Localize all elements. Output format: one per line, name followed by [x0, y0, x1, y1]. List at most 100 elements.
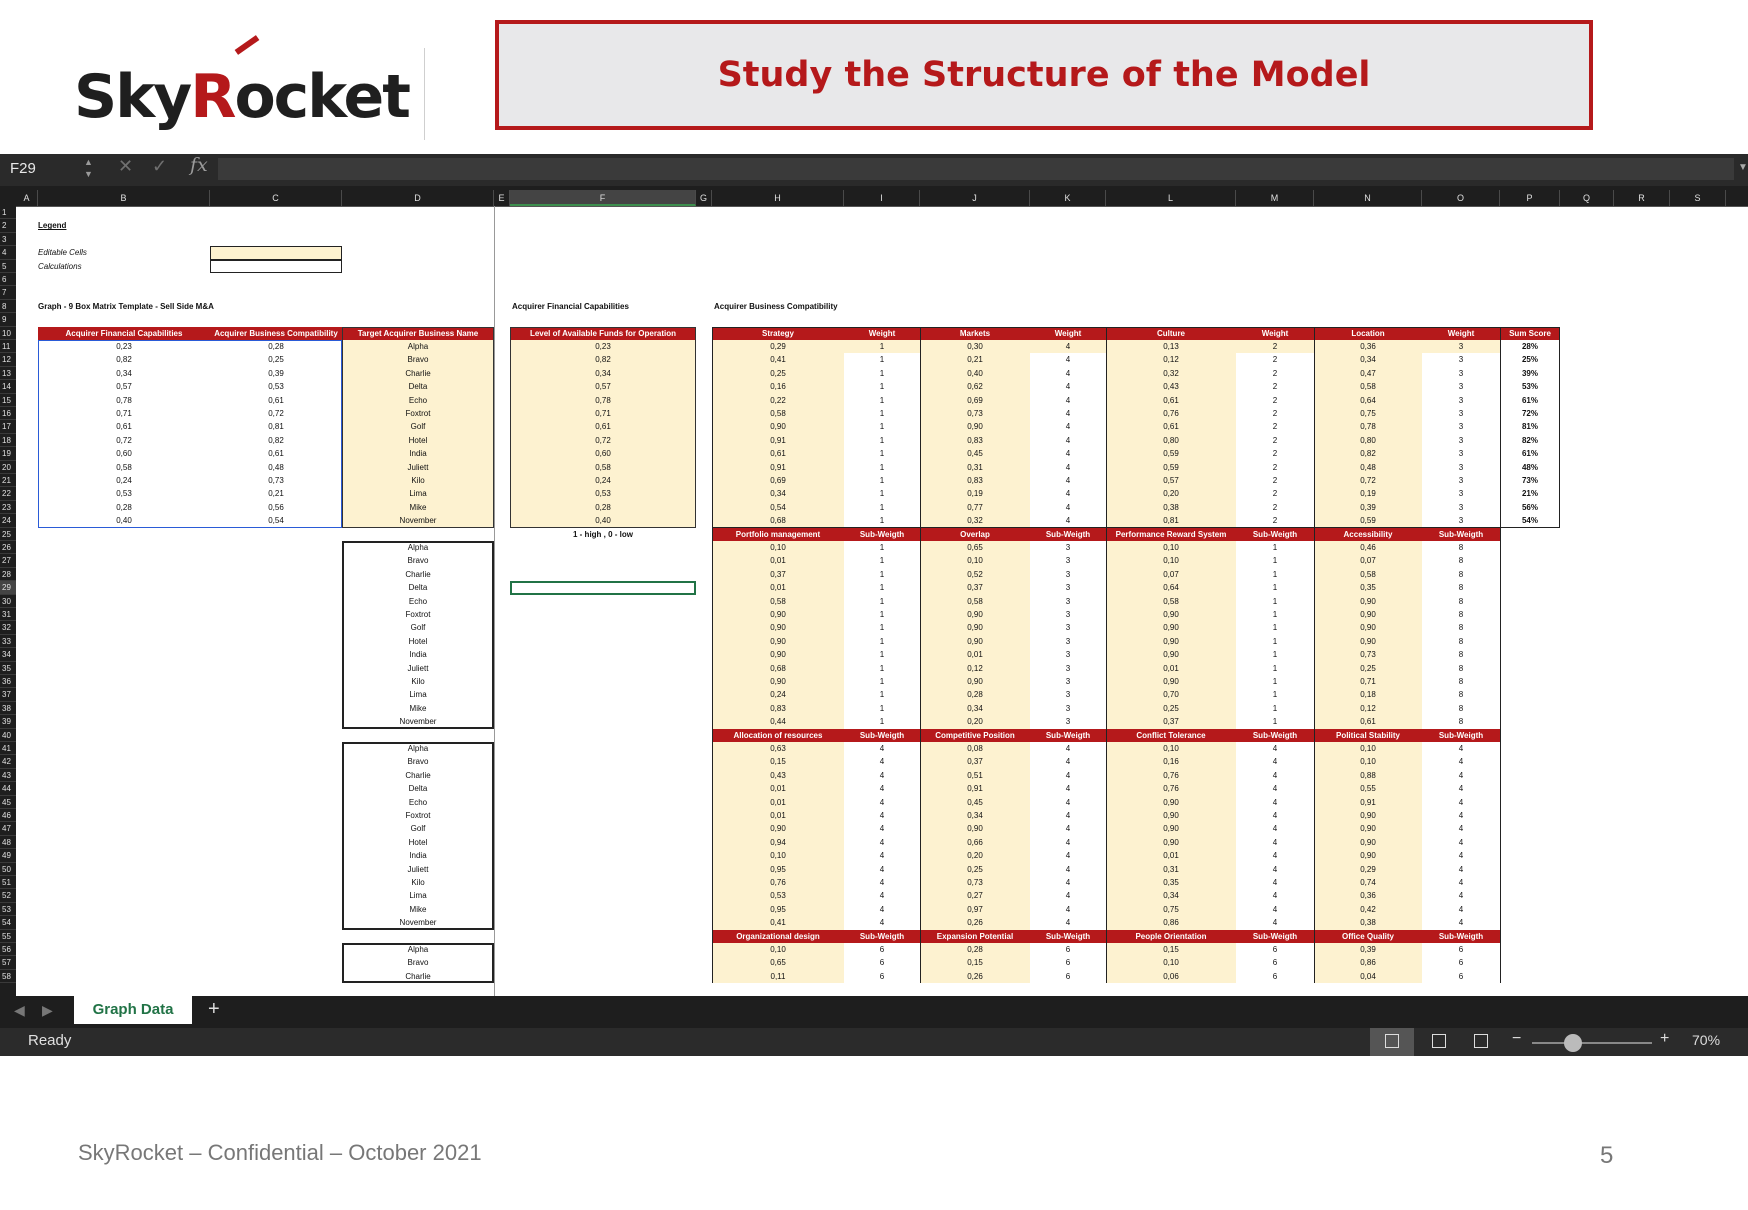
add-sheet-button[interactable]: +	[208, 998, 220, 1020]
score-cell[interactable]: 0,16	[712, 380, 844, 394]
funds-header[interactable]: Level of Available Funds for Operation	[510, 326, 696, 340]
block-header[interactable]: Sub-Weigth	[1422, 728, 1500, 742]
score-cell[interactable]: 0,81	[1106, 514, 1236, 528]
row-header-14[interactable]: 14	[0, 380, 16, 394]
column-header-l[interactable]: L	[1106, 190, 1236, 206]
block-header[interactable]: Allocation of resources	[712, 728, 844, 742]
target-name[interactable]: Lima	[342, 487, 494, 501]
score-cell[interactable]: 0,45	[920, 447, 1030, 461]
block-header[interactable]: Organizational design	[712, 929, 844, 943]
block-cell[interactable]: 0,64	[1106, 581, 1236, 595]
block-cell[interactable]: 1	[1272, 677, 1278, 686]
name-list-item[interactable]: Hotel	[408, 636, 428, 646]
block-cell[interactable]: 0,01	[1106, 849, 1236, 863]
row-header-56[interactable]: 56	[0, 943, 16, 957]
score-cell[interactable]: 3	[1458, 435, 1464, 445]
row-header-54[interactable]: 54	[0, 916, 16, 930]
block-cell[interactable]: 8	[1458, 543, 1464, 552]
block-cell[interactable]: 4	[879, 851, 885, 861]
score-cell[interactable]: 4	[1065, 449, 1071, 459]
afc-value[interactable]: 0,71	[116, 409, 132, 418]
block-cell[interactable]: 0,90	[712, 621, 844, 635]
target-name[interactable]: Echo	[342, 393, 494, 407]
block-cell[interactable]: 4	[1065, 918, 1071, 928]
block-cell[interactable]: 4	[1272, 811, 1278, 820]
afc-value[interactable]: 0,72	[116, 435, 132, 445]
block-cell[interactable]: 0,16	[1106, 755, 1236, 769]
block-cell[interactable]: 3	[1065, 610, 1071, 619]
block-cell[interactable]: 0,29	[1314, 862, 1422, 876]
block-cell[interactable]: 4	[1065, 864, 1071, 874]
row-header-3[interactable]: 3	[0, 233, 16, 247]
block-cell[interactable]: 0,76	[1106, 782, 1236, 796]
sum-score[interactable]: 54%	[1521, 516, 1538, 526]
block-cell[interactable]: 0,04	[1314, 969, 1422, 984]
score-cell[interactable]: 0,32	[920, 514, 1030, 528]
score-cell[interactable]: 4	[1065, 355, 1071, 365]
name-list-item[interactable]: November	[399, 717, 437, 727]
target-name[interactable]: Foxtrot	[342, 407, 494, 421]
afc-value[interactable]: 0,58	[116, 462, 132, 472]
block-cell[interactable]: 0,36	[1314, 889, 1422, 903]
score-cell[interactable]: 0,19	[1314, 487, 1422, 501]
tab-next-icon[interactable]: ▶	[42, 1002, 53, 1018]
sum-score[interactable]: 21%	[1521, 489, 1538, 499]
column-header-r[interactable]: R	[1614, 190, 1670, 206]
score-cell[interactable]: 4	[1065, 502, 1071, 512]
score-cell[interactable]: 2	[1272, 502, 1278, 512]
score-cell[interactable]: 1	[879, 435, 885, 445]
column-header-m[interactable]: M	[1236, 190, 1314, 206]
block-cell[interactable]: 1	[879, 677, 885, 686]
block-cell[interactable]: 4	[1272, 770, 1278, 780]
block-cell[interactable]: 3	[1065, 677, 1071, 686]
block-cell[interactable]: 0,97	[920, 902, 1030, 917]
block-cell[interactable]: 0,66	[920, 835, 1030, 850]
block-cell[interactable]: 0,08	[920, 742, 1030, 756]
block-cell[interactable]: 4	[1272, 824, 1278, 834]
name-list-item[interactable]: Bravo	[407, 958, 429, 968]
abc-value[interactable]: 0,56	[268, 502, 284, 512]
name-list-item[interactable]: Delta	[408, 784, 428, 794]
row-header-27[interactable]: 27	[0, 554, 16, 568]
abc-value[interactable]: 0,82	[268, 435, 284, 445]
block-cell[interactable]: 0,27	[920, 889, 1030, 903]
score-cell[interactable]: 0,54	[712, 500, 844, 515]
block-cell[interactable]: 4	[879, 744, 885, 753]
block-cell[interactable]: 3	[1065, 663, 1071, 673]
block-cell[interactable]: 4	[1272, 744, 1278, 753]
target-name[interactable]: Hotel	[342, 433, 494, 448]
block-cell[interactable]: 0,90	[1106, 621, 1236, 635]
column-header-n[interactable]: N	[1314, 190, 1422, 206]
funds-value[interactable]: 0,61	[510, 420, 696, 434]
block-cell[interactable]: 0,58	[1314, 567, 1422, 582]
block-cell[interactable]: 4	[1272, 851, 1278, 861]
target-name[interactable]: Mike	[342, 500, 494, 515]
score-cell[interactable]: 0,41	[712, 353, 844, 367]
block-cell[interactable]: 1	[879, 663, 885, 673]
block-cell[interactable]: 0,86	[1314, 956, 1422, 970]
block-cell[interactable]: 4	[1065, 757, 1071, 767]
sum-score[interactable]: 81%	[1521, 422, 1538, 432]
sum-score[interactable]: 53%	[1521, 382, 1538, 392]
block-cell[interactable]: 4	[879, 797, 885, 807]
afc-value[interactable]: 0,57	[116, 382, 132, 392]
block-cell[interactable]: 0,90	[920, 822, 1030, 836]
block-cell[interactable]: 0,24	[712, 688, 844, 702]
block-cell[interactable]: 0,10	[712, 849, 844, 863]
tab-prev-icon[interactable]: ◀	[14, 1002, 25, 1018]
abc-value[interactable]: 0,72	[268, 409, 284, 418]
row-header-40[interactable]: 40	[0, 729, 16, 742]
score-cell[interactable]: 0,38	[1106, 500, 1236, 515]
name-list-item[interactable]: Charlie	[405, 569, 431, 579]
main-header-l[interactable]: Culture	[1106, 326, 1236, 340]
block-cell[interactable]: 0,90	[1314, 621, 1422, 635]
score-cell[interactable]: 4	[1065, 422, 1071, 432]
abc-value[interactable]: 0,21	[268, 489, 284, 499]
block-cell[interactable]: 0,52	[920, 567, 1030, 582]
score-cell[interactable]: 4	[1065, 489, 1071, 499]
block-cell[interactable]: 0,10	[1106, 956, 1236, 970]
block-cell[interactable]: 0,90	[1314, 809, 1422, 823]
score-cell[interactable]: 0,58	[1314, 380, 1422, 394]
block-cell[interactable]: 0,74	[1314, 876, 1422, 890]
row-header-51[interactable]: 51	[0, 876, 16, 890]
